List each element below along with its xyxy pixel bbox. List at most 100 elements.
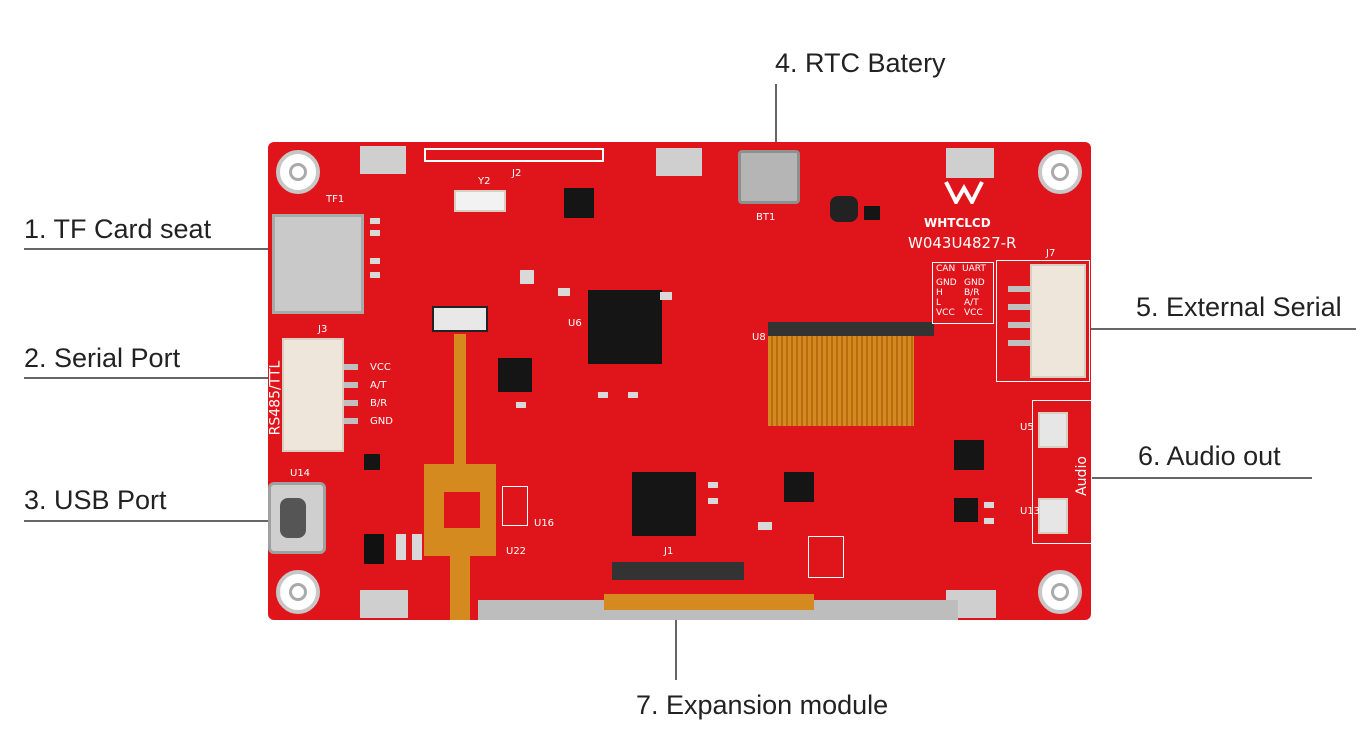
mounting-hole-top-left xyxy=(276,150,320,194)
display-frame-strip xyxy=(478,600,958,620)
display-connector-u8 xyxy=(768,322,934,336)
j3-ref: J3 xyxy=(318,324,328,335)
u6-ref: U6 xyxy=(568,318,582,329)
u8-ref: U8 xyxy=(752,332,766,343)
audio-outline xyxy=(1032,400,1092,544)
leader-external-serial xyxy=(1090,328,1356,330)
j7-ref: J7 xyxy=(1046,248,1056,259)
smd-component xyxy=(370,258,380,264)
ic-u14 xyxy=(364,454,380,470)
serial-pin xyxy=(344,418,358,424)
label-tf-card-seat: 1. TF Card seat xyxy=(24,214,212,244)
j1-ref: J1 xyxy=(664,546,674,557)
y2-ref: Y2 xyxy=(478,176,491,187)
tf-card-slot xyxy=(272,214,364,314)
ic-usb-bridge xyxy=(632,472,696,536)
ext-serial-outline xyxy=(996,260,1090,382)
touch-flex-cable xyxy=(454,334,466,464)
leader-serial-port xyxy=(24,377,286,379)
can-header: CAN xyxy=(936,264,956,274)
smd-component xyxy=(370,218,380,224)
tf-ref: TF1 xyxy=(326,194,345,205)
external-serial-connector-j7 xyxy=(1030,264,1086,378)
usb-c-opening xyxy=(280,498,306,538)
crystal-y2 xyxy=(454,190,506,212)
u5-ref: U5 xyxy=(1020,422,1034,433)
capacitor-d3 xyxy=(364,534,384,564)
display-ribbon xyxy=(768,336,914,426)
brand-logo xyxy=(944,180,984,207)
ic-u1 xyxy=(498,358,532,392)
brand-text: WHTCLCD xyxy=(924,216,991,230)
ext-serial-pin xyxy=(1008,286,1030,292)
can-h: H xyxy=(936,288,943,298)
rtc-battery-holder xyxy=(738,150,800,204)
u22-ref: U22 xyxy=(506,546,527,557)
pcb-board: TF1 Y2 J2 BT1 WHTCLCD W043U4827-R U6 U8 … xyxy=(267,142,1092,620)
uart-vcc: VCC xyxy=(964,308,983,318)
uart-gnd: GND xyxy=(964,278,985,288)
regulator-u22 xyxy=(502,486,528,526)
serial-port-connector-j3 xyxy=(282,338,344,452)
ext-serial-pin xyxy=(1008,322,1030,328)
metal-tab xyxy=(360,590,408,618)
can-vcc: VCC xyxy=(936,308,955,318)
leader-rtc-battery xyxy=(775,84,777,156)
audio-terminal-u5 xyxy=(1038,412,1068,448)
smd-component xyxy=(520,270,534,284)
smd-component xyxy=(516,402,526,408)
leader-usb-port xyxy=(24,520,268,522)
label-audio-out: 6. Audio out xyxy=(1138,441,1281,471)
label-usb-port: 3. USB Port xyxy=(24,485,167,515)
smd-component xyxy=(558,288,570,296)
serial-pin-at: A/T xyxy=(370,380,387,391)
smd-component xyxy=(660,292,672,300)
bt1-ref: BT1 xyxy=(756,212,776,223)
uart-header: UART xyxy=(962,264,986,274)
serial-pin xyxy=(344,364,358,370)
smd-component xyxy=(758,522,772,530)
label-external-serial: 5. External Serial xyxy=(1136,292,1342,322)
uart-at: A/T xyxy=(964,298,979,308)
expansion-connector-j1 xyxy=(612,562,744,580)
touch-flex-tail xyxy=(450,556,470,620)
j2-ref: J2 xyxy=(512,168,522,179)
smd-component xyxy=(370,272,380,278)
touch-flex-window xyxy=(444,492,480,528)
ext-serial-pin xyxy=(1008,304,1030,310)
serial-pin-vcc: VCC xyxy=(370,362,391,373)
capacitor-c35 xyxy=(396,534,406,560)
smd-component xyxy=(708,498,718,504)
u16-ref: U16 xyxy=(534,518,555,529)
rs485-text: RS485/TTL xyxy=(267,360,284,436)
serial-pin xyxy=(344,382,358,388)
can-l: L xyxy=(936,298,942,308)
can-gnd: GND xyxy=(936,278,957,288)
ext-serial-pin xyxy=(1008,340,1030,346)
ic-u3 xyxy=(954,440,984,470)
expansion-flex xyxy=(604,594,814,610)
label-rtc-battery: 4. RTC Batery xyxy=(775,48,946,78)
audio-text: Audio xyxy=(1073,456,1090,496)
serial-pin xyxy=(344,400,358,406)
mcu-chip-u6 xyxy=(588,290,662,364)
smd-component xyxy=(984,502,994,508)
ic-u2 xyxy=(808,536,844,578)
smd-component xyxy=(628,392,638,398)
audio-terminal-u13 xyxy=(1038,498,1068,534)
capacitor-c34 xyxy=(412,534,422,560)
mounting-hole-top-right xyxy=(1038,150,1082,194)
u13-ref: U13 xyxy=(1020,506,1041,517)
smd-component xyxy=(984,518,994,524)
top-pin-header xyxy=(424,148,604,162)
model-text: W043U4827-R xyxy=(908,234,1017,252)
label-expansion-module: 7. Expansion module xyxy=(636,690,889,720)
uart-br: B/R xyxy=(964,288,980,298)
ic-u15 xyxy=(564,188,594,218)
ic-u9 xyxy=(864,206,880,220)
metal-tab xyxy=(946,148,994,178)
mounting-hole-bottom-right xyxy=(1038,570,1082,614)
leader-tf-card xyxy=(24,248,274,250)
u14-ref: U14 xyxy=(290,468,311,479)
mounting-hole-bottom-left xyxy=(276,570,320,614)
